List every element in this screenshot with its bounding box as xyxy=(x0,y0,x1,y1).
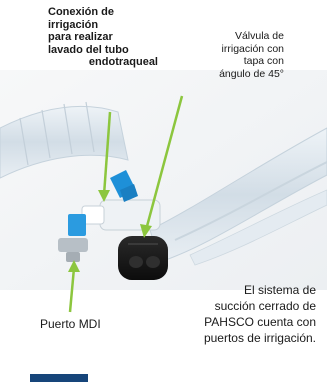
label-line: tapa con xyxy=(243,55,284,67)
mdi-port-label: Puerto MDI xyxy=(40,317,101,331)
irrigation-connection-label: Conexión de irrigación para realizar lav… xyxy=(48,6,158,69)
label-line: Conexión de xyxy=(48,6,115,18)
label-line: ángulo de 45° xyxy=(219,67,284,80)
description-line: puertos de irrigación. xyxy=(203,331,316,345)
label-line: irrigación xyxy=(48,18,99,31)
label-line: irrigación con xyxy=(221,42,284,55)
callout-arrows xyxy=(68,95,184,313)
description-line: succión cerrado de xyxy=(214,299,316,313)
label-line: para realizar xyxy=(48,31,113,43)
manifold xyxy=(81,199,161,231)
upper-tubing xyxy=(0,101,129,179)
description-line: PAHSCO cuenta con xyxy=(204,315,316,329)
footer-block xyxy=(30,374,88,382)
irrigation-cap xyxy=(118,236,168,280)
blue-valve xyxy=(68,170,138,236)
mdi-port-part xyxy=(58,238,88,262)
description-line: El sistema de xyxy=(243,283,316,297)
label-line: Válvula de xyxy=(234,30,284,42)
right-tubing xyxy=(149,127,327,266)
label-line: endotraqueal xyxy=(88,56,158,68)
description-text: El sistema de succión cerrado de PAHSCO … xyxy=(152,282,316,346)
label-line: lavado del tubo xyxy=(48,43,129,56)
irrigation-valve-label: Válvula de irrigación con tapa con ángul… xyxy=(172,30,284,80)
